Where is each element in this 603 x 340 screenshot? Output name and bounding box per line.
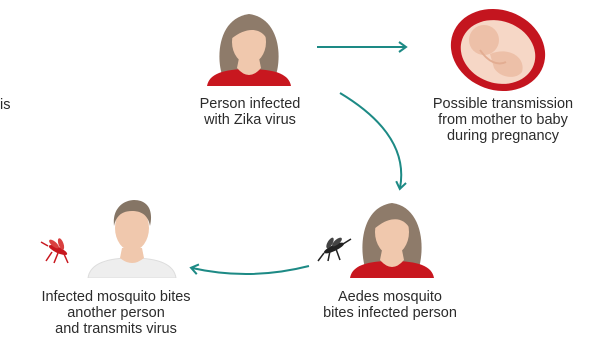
arrow-to-aedes: [340, 93, 401, 188]
infected-mosquito-icon: [40, 236, 76, 264]
label-line: another person: [6, 305, 226, 321]
label-line: Possible transmission: [398, 96, 603, 112]
label-aedes: Aedes mosquito bites infected person: [290, 289, 490, 321]
label-line: Infected mosquito bites: [6, 289, 226, 305]
arrow-to-transmit: [192, 266, 309, 274]
label-line: and transmits virus: [6, 321, 226, 337]
label-line: from mother to baby: [398, 112, 603, 128]
man-icon: [70, 194, 200, 278]
label-line: with Zika virus: [160, 112, 340, 128]
label-pregnancy: Possible transmission from mother to bab…: [398, 96, 603, 144]
label-transmit: Infected mosquito bites another person a…: [6, 289, 226, 337]
label-line: Aedes mosquito: [290, 289, 490, 305]
woman-icon: [185, 6, 315, 86]
label-line: bites infected person: [290, 305, 490, 321]
aedes-mosquito-icon: [314, 234, 354, 264]
fetus-in-womb-icon: [440, 6, 555, 94]
label-infected-person: Person infected with Zika virus: [160, 96, 340, 128]
label-line: Person infected: [160, 96, 340, 112]
label-line: during pregnancy: [398, 128, 603, 144]
